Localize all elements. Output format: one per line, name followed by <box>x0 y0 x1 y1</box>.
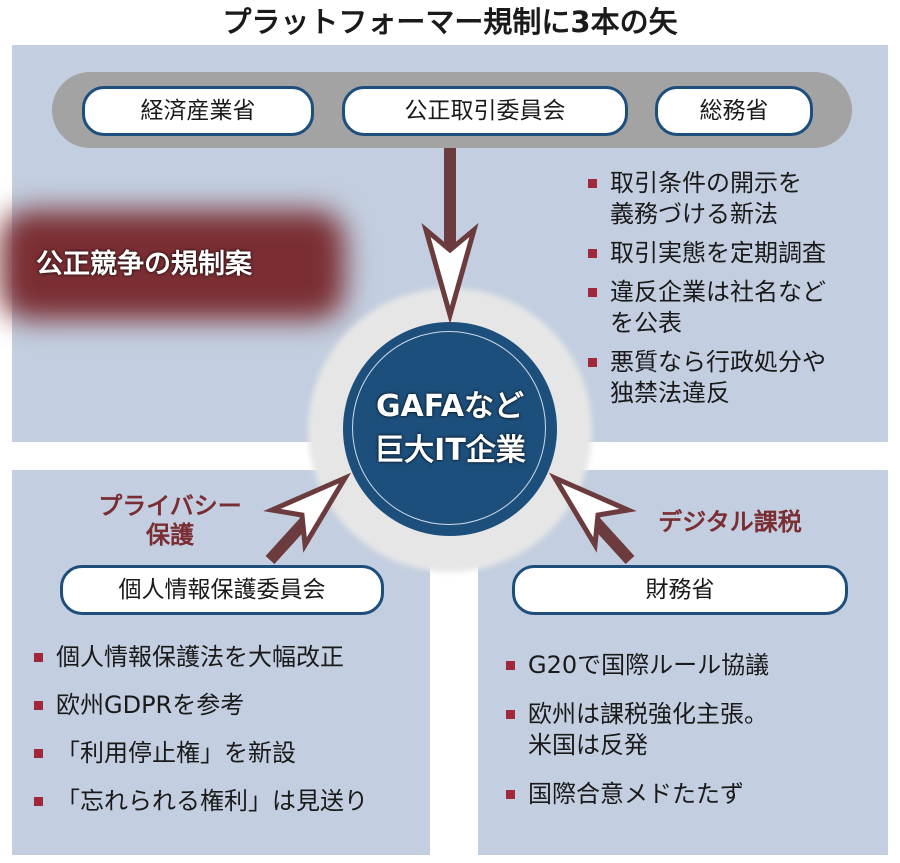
list-item: 「忘れられる権利」は見送り <box>34 786 426 817</box>
agency-ppc: 個人情報保護委員会 <box>60 565 384 615</box>
arrow-left <box>263 472 352 565</box>
agency-jftc: 公正取引委員会 <box>342 86 628 136</box>
digital-tax-label: デジタル課税 <box>658 508 802 536</box>
left-item-list: 個人情報保護法を大幅改正欧州GDPRを参考「利用停止権」を新設「忘れられる権利」… <box>34 642 426 817</box>
right-item-list: G20で国際ルール協議欧州は課税強化主張。 米国は反発国際合意メドたたず <box>506 650 884 810</box>
privacy-label-line2: 保護 <box>146 521 194 549</box>
privacy-label-line1: プライバシー <box>98 492 242 520</box>
list-item: 「利用停止権」を新設 <box>34 738 426 769</box>
heading-background <box>0 210 345 320</box>
list-item: 欧州は課税強化主張。 米国は反発 <box>506 699 884 761</box>
list-item: 取引実態を定期調査 <box>588 238 888 269</box>
list-item: G20で国際ルール協議 <box>506 650 884 681</box>
agency-mof: 財務省 <box>512 565 848 615</box>
arrow-right <box>548 472 637 565</box>
title: プラットフォーマー規制に3本の矢 <box>222 5 678 39</box>
agency-mic: 総務省 <box>655 86 813 136</box>
list-item: 欧州GDPRを参考 <box>34 690 426 721</box>
center-text: GAFAなど 巨大IT企業 <box>343 385 557 473</box>
center-line1: GAFAなど <box>375 389 525 424</box>
fair-competition-heading: 公正競争の規制案 <box>36 249 252 280</box>
center-ring <box>352 331 546 525</box>
top-item-list: 取引条件の開示を 義務づける新法取引実態を定期調査違反企業は社名など を公表悪質… <box>588 168 888 409</box>
privacy-label: プライバシー 保護 <box>70 492 270 550</box>
center-line2: 巨大IT企業 <box>374 433 526 468</box>
arrow-top <box>421 148 479 325</box>
list-item: 取引条件の開示を 義務づける新法 <box>588 168 888 230</box>
list-item: 悪質なら行政処分や 独禁法違反 <box>588 347 888 409</box>
list-item: 国際合意メドたたず <box>506 779 884 810</box>
list-item: 違反企業は社名など を公表 <box>588 277 888 339</box>
agency-meti: 経済産業省 <box>82 86 314 136</box>
list-item: 個人情報保護法を大幅改正 <box>34 642 426 673</box>
